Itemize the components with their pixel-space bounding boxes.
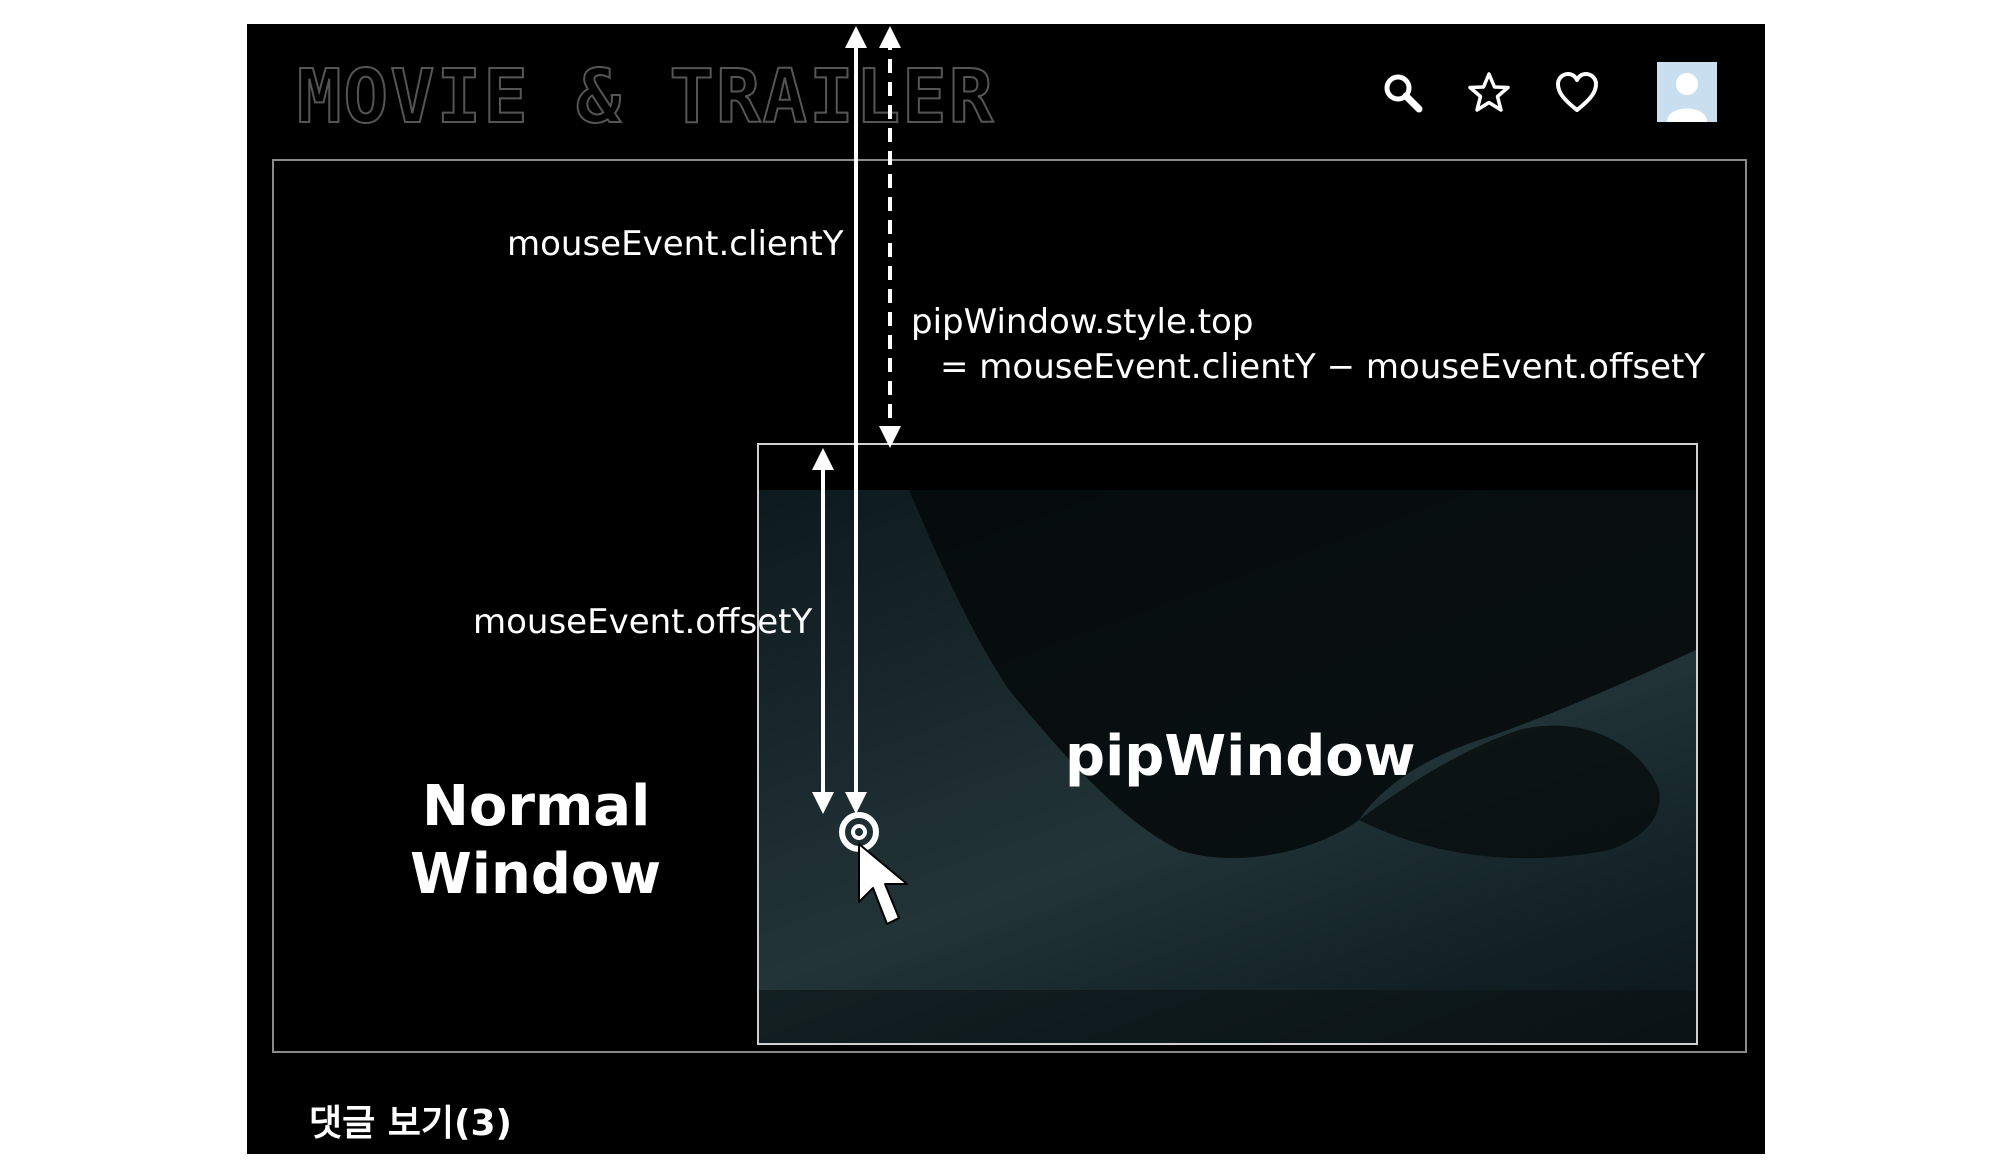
- measurement-arrows: [812, 26, 908, 925]
- site-logo[interactable]: MOVIE & TRAILER: [296, 53, 996, 141]
- normal-window: [272, 159, 1747, 1053]
- user-icon: [1667, 73, 1707, 122]
- client-y-label: mouseEvent.clientY: [507, 224, 844, 264]
- offset-y-arrow-head-bottom: [812, 792, 834, 814]
- app-frame: MOVIE & TRAILER mouseEvent.clientY pipWi…: [247, 24, 1765, 1154]
- cursor-icon: [858, 843, 908, 925]
- style-top-label-line2: = mouseEvent.clientY − mouseEvent.offset…: [940, 347, 1706, 387]
- client-y-arrow-head-top: [845, 26, 867, 48]
- normal-window-label-line1: Normal: [422, 774, 651, 839]
- pip-window-label: pipWindow: [1065, 724, 1416, 789]
- style-top-label-line1: pipWindow.style.top: [911, 302, 1254, 342]
- offset-y-arrow-head-top: [812, 448, 834, 470]
- avatar[interactable]: [1657, 62, 1717, 122]
- video-still-image: [759, 490, 1696, 1043]
- star-icon[interactable]: [1465, 69, 1513, 117]
- pip-window[interactable]: [757, 443, 1698, 1045]
- video-frame: [759, 490, 1696, 1043]
- normal-window-label-line2: Window: [410, 842, 662, 907]
- style-top-arrow-head-bottom: [879, 426, 901, 448]
- client-y-arrow-head-bottom: [845, 792, 867, 814]
- style-top-arrow-head-top: [879, 26, 901, 48]
- heart-icon[interactable]: [1553, 69, 1601, 117]
- comments-link[interactable]: 댓글 보기(3): [309, 1103, 512, 1144]
- search-icon[interactable]: [1379, 69, 1427, 117]
- offset-y-label: mouseEvent.offsetY: [473, 602, 813, 642]
